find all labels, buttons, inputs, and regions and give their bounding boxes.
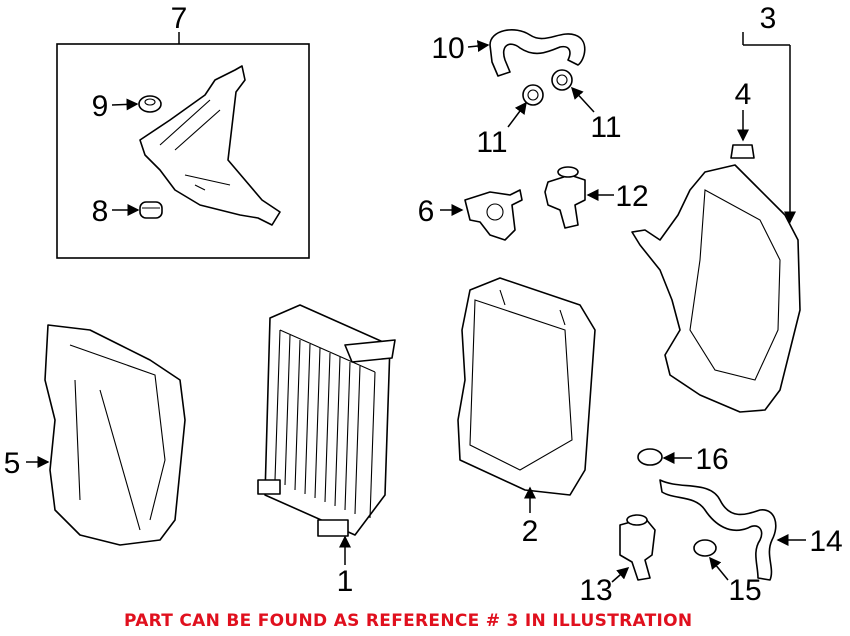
clamp-15: [693, 539, 717, 557]
coolant-hose-14: [659, 479, 777, 581]
hose-clamp-11b: [551, 69, 573, 91]
callout-7: 7: [171, 2, 188, 35]
mounting-bracket: [139, 65, 281, 226]
grommet-8: [139, 201, 163, 219]
callout-14: 14: [809, 525, 842, 558]
air-duct-shroud-3: [631, 164, 801, 413]
callout-12: 12: [615, 180, 648, 213]
radiator-housing-2: [457, 277, 596, 496]
callout-1: 1: [337, 565, 354, 598]
water-pump-6: [464, 189, 523, 241]
callout-5: 5: [4, 447, 21, 480]
hose-clamp-11a: [522, 84, 544, 106]
valve-12: [544, 174, 586, 229]
grommet-9: [138, 95, 162, 113]
callout-8: 8: [92, 195, 109, 228]
coolant-hose-10: [489, 29, 586, 77]
side-panel-5: [44, 324, 186, 546]
leader-lines: [26, 32, 806, 583]
reference-note: PART CAN BE FOUND AS REFERENCE # 3 IN IL…: [124, 611, 693, 631]
callout-3: 3: [760, 2, 777, 35]
callout-11-right: 11: [590, 111, 621, 144]
callout-4: 4: [735, 78, 752, 111]
callout-13: 13: [579, 574, 612, 607]
callout-15: 15: [728, 574, 761, 607]
callout-10: 10: [431, 32, 464, 65]
rubber-mount-4: [730, 144, 755, 159]
clamp-16: [637, 448, 663, 466]
bracket-assembly-box: [56, 32, 310, 259]
radiator-1: [257, 304, 396, 537]
callout-6: 6: [418, 195, 435, 228]
valve-13: [619, 517, 656, 581]
callout-11-left: 11: [476, 126, 507, 159]
callout-16: 16: [695, 443, 728, 476]
callout-2: 2: [522, 515, 539, 548]
callout-9: 9: [92, 90, 109, 123]
